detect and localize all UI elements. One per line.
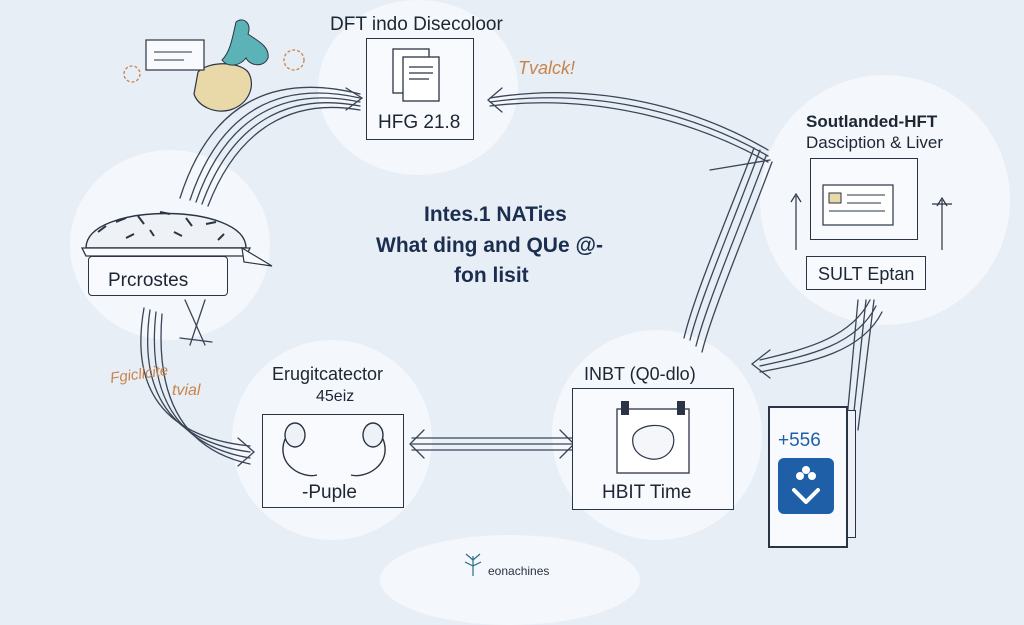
connector-lines [140, 86, 883, 467]
phone-number: +556 [778, 430, 821, 451]
bottom-left-title-2: 45eiz [316, 388, 355, 405]
bottom-mid-caption: HBIT Time [602, 482, 692, 503]
center-line-2: What ding and QUe @- [376, 234, 603, 257]
map-illustration [123, 19, 305, 112]
phone-app-button[interactable] [778, 458, 834, 514]
document-icon [392, 48, 440, 102]
bottom-left-caption: -Puple [302, 482, 357, 503]
top-node-caption: HFG 21.8 [378, 112, 461, 133]
right-node-caption: SULT Eptan [818, 264, 915, 284]
bottom-mid-card[interactable] [572, 388, 734, 510]
footer-logo-text: eonachines [488, 564, 550, 578]
right-node-title-2: Dasciption & Liver [806, 133, 944, 152]
top-node-title: DFT indo Disecoloor [330, 14, 503, 35]
dome-icon [80, 211, 273, 267]
bottom-mid-title: INBT (Q0-dlo) [584, 364, 696, 384]
right-node-panel[interactable] [810, 158, 918, 240]
phone-card[interactable]: +556 [768, 406, 848, 548]
right-node-arrows [790, 192, 952, 250]
left-node-note-2: tvial [172, 382, 201, 399]
top-node-note: Tvalck! [518, 58, 576, 78]
right-node-title-1: Soutlanded-HFT [806, 112, 938, 131]
tree-logo-icon [464, 553, 482, 576]
bottom-left-card[interactable] [262, 414, 404, 508]
headphones-icon [282, 422, 386, 477]
left-node-card[interactable] [88, 256, 228, 296]
right-node-card[interactable] [806, 256, 926, 290]
clipboard-icon [616, 401, 690, 474]
center-line-1: Intes.1 NATies [424, 203, 567, 226]
bottom-left-title-1: Erugitcatector [272, 364, 384, 384]
app-glyph-icon [792, 466, 820, 504]
center-line-3: fon lisit [454, 264, 529, 287]
top-node-card[interactable] [366, 38, 474, 140]
left-node-caption: Prcrostes [108, 270, 189, 291]
screen-icon [822, 184, 894, 226]
